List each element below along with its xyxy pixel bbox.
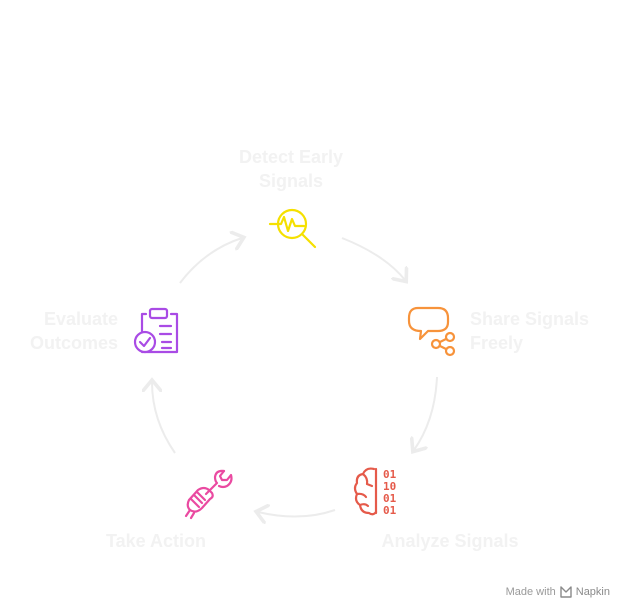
arrow-action-to-evaluate (152, 382, 176, 454)
step-label-detect: Detect Early Signals (224, 145, 358, 193)
arrow-detect-to-share (341, 237, 405, 280)
binary-row-1: 01 (383, 468, 397, 481)
step-label-line1: Evaluate (43, 309, 118, 329)
step-label-line2: Freely (470, 333, 524, 353)
binary-row-4: 01 (383, 504, 397, 517)
clipboard-check-icon (133, 307, 179, 354)
arrow-analyze-to-action (258, 510, 336, 517)
made-with-text: Made with (505, 586, 556, 598)
step-label-line1: Take Action (105, 531, 207, 551)
step-label-line2: Signals (258, 171, 324, 191)
step-label-line1: Share Signals (470, 309, 590, 329)
hand-wrench-icon (184, 469, 233, 520)
chat-share-icon (407, 306, 456, 357)
binary-row-2: 10 (383, 480, 396, 493)
step-label-analyze: Analyze Signals (370, 529, 530, 553)
napkin-brand-text: Napkin (575, 586, 610, 598)
step-label-evaluate: Evaluate Outcomes (14, 307, 118, 355)
made-with-napkin-badge[interactable]: Made with Napkin (506, 586, 610, 598)
binary-row-3: 01 (383, 492, 397, 505)
magnifier-pulse-icon (268, 208, 317, 249)
brain-binary-icon: 01 10 01 01 (353, 467, 397, 517)
step-label-take-action: Take Action (96, 529, 216, 553)
step-label-line1: Analyze Signals (381, 531, 519, 551)
step-label-line2: Outcomes (29, 333, 118, 353)
step-label-line1: Detect Early (238, 147, 344, 167)
arrow-evaluate-to-detect (179, 238, 242, 284)
napkin-logo-icon (560, 586, 572, 598)
step-label-share: Share Signals Freely (470, 307, 589, 355)
arrow-share-to-analyze (414, 376, 438, 450)
